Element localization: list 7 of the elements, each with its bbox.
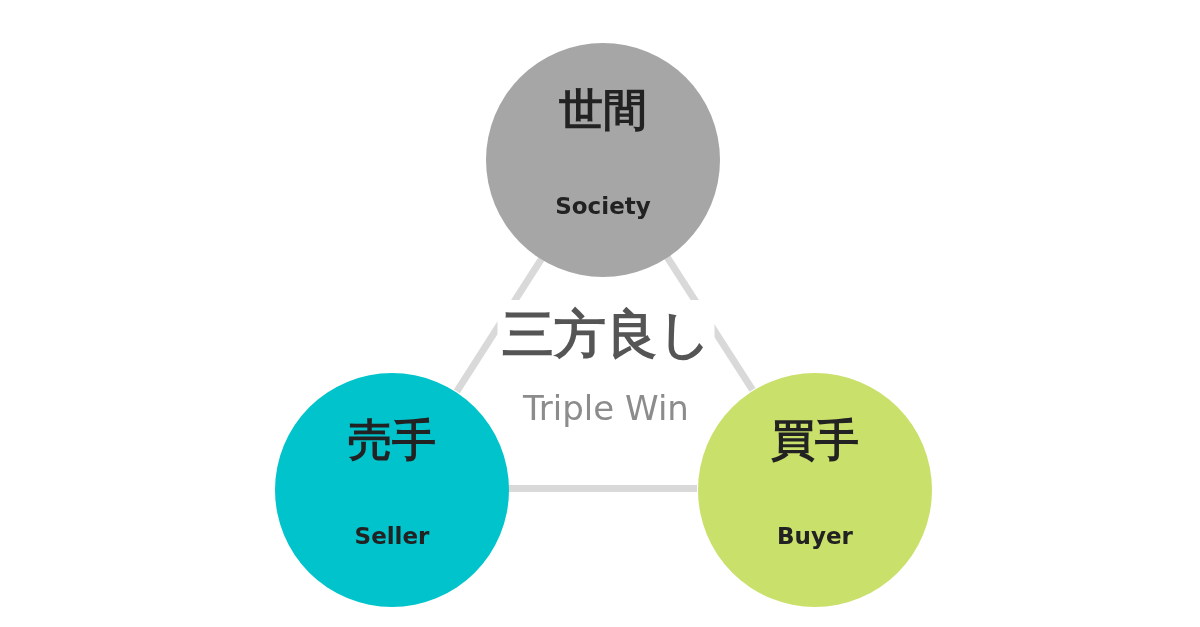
node-title: 売手 — [348, 414, 436, 465]
node-title: 買手 — [771, 414, 859, 465]
connector-line — [507, 485, 697, 492]
node-title: 世間 — [559, 84, 647, 135]
node-subtitle: Society — [555, 193, 651, 219]
node-subtitle: Buyer — [777, 523, 853, 549]
node-subtitle: Seller — [354, 523, 430, 549]
